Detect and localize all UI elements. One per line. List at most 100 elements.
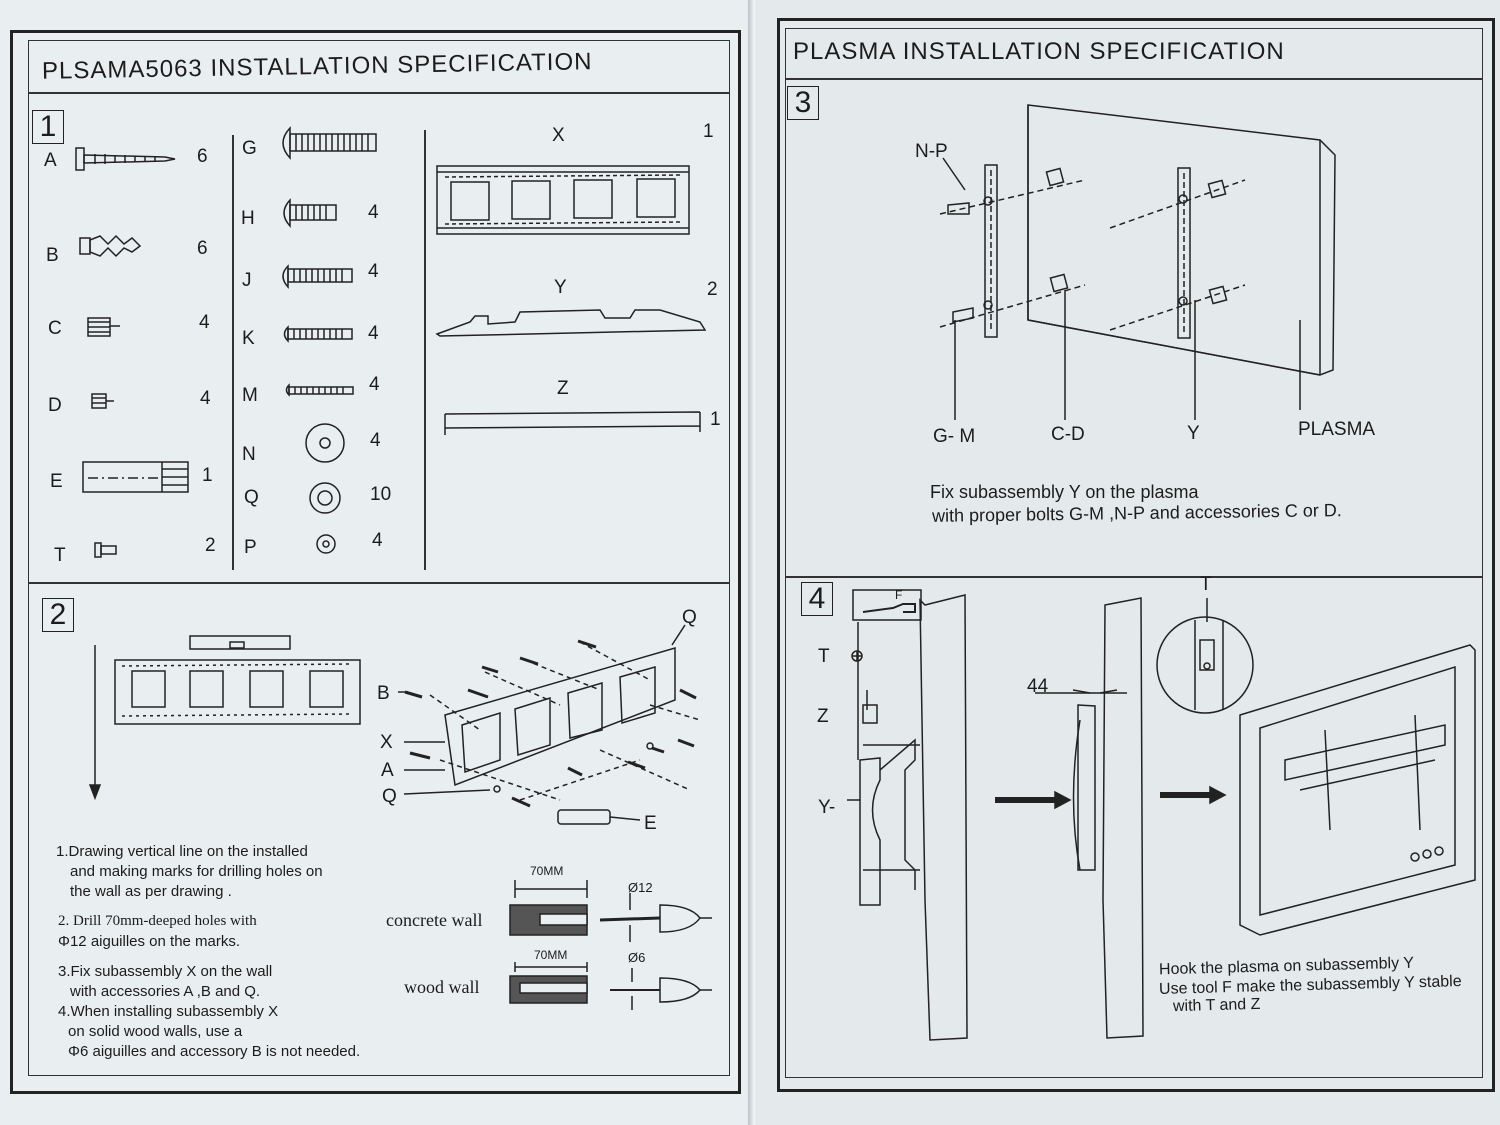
part-a-letter: A [44, 150, 57, 171]
step4-number: 4 [801, 582, 833, 616]
part-c-qty: 4 [199, 312, 210, 333]
bolt-k-icon [283, 325, 353, 343]
bolt-h-icon [283, 198, 337, 228]
spirit-level-drawing [189, 635, 291, 650]
step4-drawing [847, 589, 1476, 1041]
note-line-6: 3.Fix subassembly X on the wall [58, 963, 273, 980]
anchor-b-icon [79, 234, 142, 258]
label-plasma: PLASMA [1298, 419, 1376, 440]
step1-column-divider-1 [232, 135, 234, 570]
step2-drawing [88, 624, 712, 1010]
right-header-box [785, 28, 1483, 80]
wood-wall-label: wood wall [404, 977, 480, 997]
note-line-9: on solid wood walls, use a [68, 1023, 243, 1040]
step3-number: 3 [787, 86, 819, 120]
bolt-m-icon [285, 383, 354, 397]
step4-box [785, 576, 1483, 1078]
label-y-side: Y- [818, 797, 836, 818]
part-j-letter: J [242, 270, 252, 291]
part-n-letter: N [242, 444, 256, 465]
part-b-letter: B [46, 245, 59, 266]
note-line-3: the wall as per drawing . [70, 883, 232, 900]
part-k-qty: 4 [368, 323, 379, 344]
assembly-y-qty: 2 [707, 279, 718, 300]
right-page-title: PLASMA INSTALLATION SPECIFICATION [793, 38, 1285, 65]
label-t: T [818, 646, 830, 667]
note-line-4: 2. Drill 70mm-deeped holes with [58, 913, 257, 929]
assembly-z-qty: 1 [710, 409, 721, 430]
part-e-qty: 1 [202, 465, 213, 486]
step1-column-divider-2 [424, 130, 426, 570]
callout-x: X [380, 732, 393, 753]
note-line-7: with accessories A ,B and Q. [70, 983, 261, 1000]
concrete-depth-label: 70MM [530, 864, 564, 878]
part-d-letter: D [48, 395, 62, 416]
dimension-44: 44 [1027, 676, 1049, 697]
left-outer-frame [10, 30, 741, 1094]
label-n-p: N-P [915, 141, 948, 162]
bar-z-drawing [444, 411, 701, 435]
concrete-wall-drawing [509, 880, 712, 942]
left-header-box [28, 40, 730, 94]
label-g-m: G- M [933, 426, 976, 447]
spacer-c-d-icons [1045, 167, 1228, 305]
bolt-g-icon [282, 126, 377, 160]
note-line-2: and making marks for drilling holes on [70, 863, 323, 880]
step4-caption-line-3: with T and Z [1172, 995, 1261, 1016]
wall-plate-x-perspective [444, 647, 676, 787]
label-t-top: T [1200, 574, 1212, 595]
callout-q-top: Q [682, 607, 697, 628]
bracket-y-left [984, 164, 998, 338]
note-line-10: Φ6 aiguilles and accessory B is not need… [68, 1043, 361, 1060]
assembly-x-letter: X [552, 125, 565, 146]
wood-depth-label: 70MM [534, 948, 568, 962]
assembly-z-letter: Z [557, 378, 569, 399]
assembly-y-letter: Y [554, 277, 567, 298]
part-h-letter: H [241, 208, 255, 229]
bracket-y-drawing [435, 309, 707, 337]
callout-e: E [644, 813, 657, 834]
plasma-with-bracket-drawing [1239, 644, 1476, 936]
concrete-diameter-label: Ø12 [628, 880, 653, 895]
wall-strip-2 [1102, 597, 1144, 1039]
part-e-letter: E [50, 471, 63, 492]
wood-wall-drawing [509, 962, 712, 1010]
step1-box [28, 92, 730, 584]
part-b-qty: 6 [197, 238, 208, 259]
callout-a: A [381, 760, 394, 781]
concrete-wall-label: concrete wall [386, 910, 483, 930]
part-t-qty: 2 [205, 535, 216, 556]
part-j-qty: 4 [368, 261, 379, 282]
washer-n-icon [305, 423, 345, 463]
part-p-letter: P [244, 537, 257, 558]
bracket-y-side-1 [859, 757, 881, 906]
bracket-y-right [1177, 167, 1191, 339]
part-t-letter: T [54, 545, 66, 566]
step1-part-icons-col2 [282, 126, 377, 554]
right-outer-frame [777, 18, 1495, 1092]
label-c-d: C-D [1051, 424, 1085, 445]
part-c-letter: C [48, 318, 62, 339]
part-n-qty: 4 [370, 430, 381, 451]
part-k-letter: K [242, 328, 255, 349]
washer-q-icon [309, 482, 341, 514]
part-q-letter: Q [244, 487, 259, 508]
wood-diameter-label: Ø6 [628, 950, 646, 965]
left-page: PLSAMA5063 INSTALLATION SPECIFICATION 1 … [0, 0, 755, 1125]
plasma-panel-drawing [1027, 104, 1336, 376]
part-q-qty: 10 [370, 484, 392, 505]
label-f: F [895, 588, 903, 602]
note-line-5: Φ12 aiguilles on the marks. [58, 933, 241, 950]
step1-part-icons-col1 [75, 147, 189, 558]
tube-e-drawing [557, 809, 611, 825]
wall-plate-x-drawing [436, 165, 690, 235]
screw-t-icon [94, 542, 117, 558]
part-d-qty: 4 [200, 388, 211, 409]
part-g-letter: G [242, 138, 257, 159]
wall-plate-x-front [114, 659, 361, 725]
step1-assembly-drawings [435, 165, 707, 435]
step2-box [28, 582, 730, 1076]
label-z: Z [817, 706, 829, 727]
assembly-x-qty: 1 [703, 121, 714, 142]
bolt-g-m-icon [947, 202, 970, 215]
